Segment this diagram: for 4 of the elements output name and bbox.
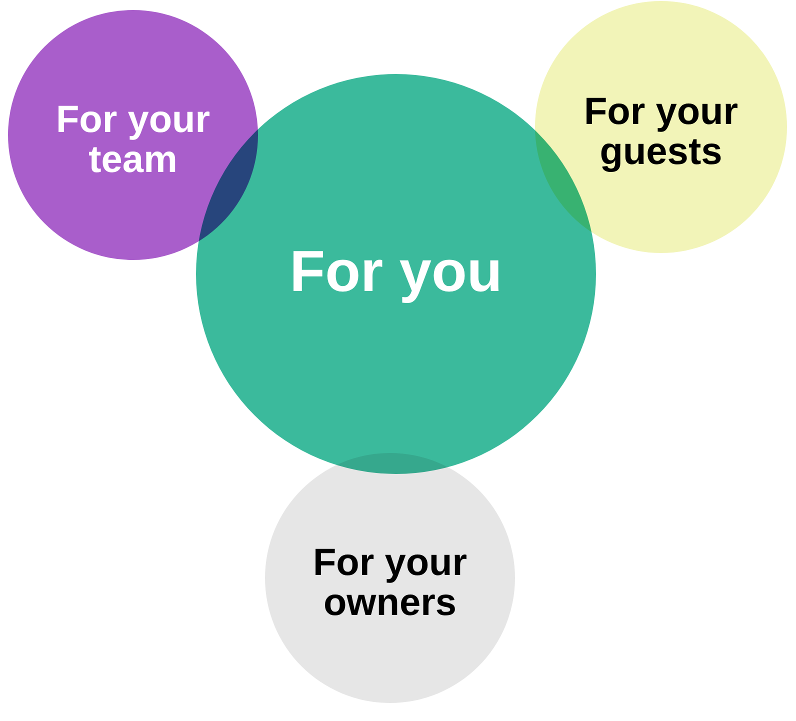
circle-label: For your owners [312, 544, 468, 624]
circle-label: For you [290, 242, 502, 302]
circle-label: For your team [54, 101, 212, 181]
circle-label: For your guests [582, 93, 740, 173]
